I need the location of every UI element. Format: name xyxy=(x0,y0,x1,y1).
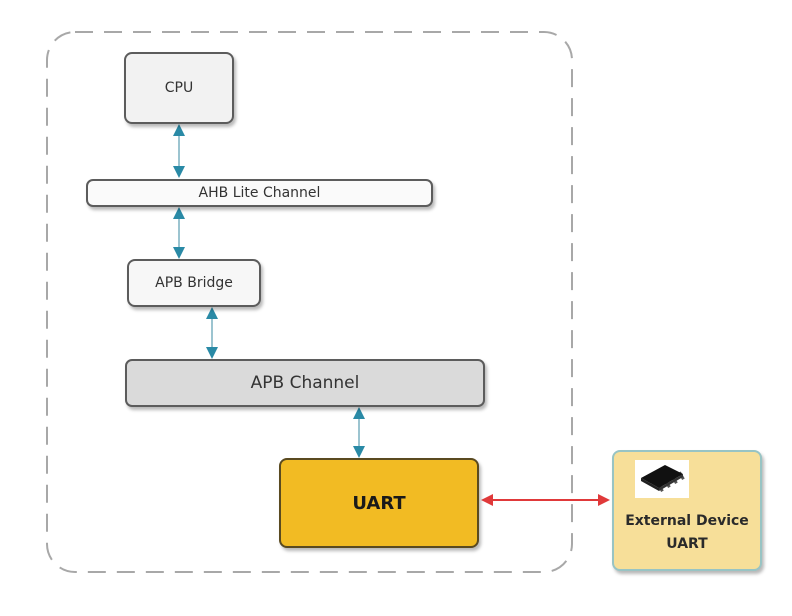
external-device-uart-label: UART xyxy=(666,536,708,552)
uart-block: UART xyxy=(279,458,479,548)
ic-chip-icon xyxy=(635,460,689,498)
external-device-label: External Device xyxy=(625,513,749,529)
ahb-lite-channel-block: AHB Lite Channel xyxy=(86,179,433,207)
apb-bridge-label: APB Bridge xyxy=(155,275,233,291)
external-device-block: External Device UART xyxy=(612,450,762,571)
apb-channel-label: APB Channel xyxy=(250,373,360,393)
apb-channel-block: APB Channel xyxy=(125,359,485,407)
apb-bridge-block: APB Bridge xyxy=(127,259,261,307)
system-boundary xyxy=(46,31,573,573)
uart-label: UART xyxy=(352,492,406,514)
ahb-lite-channel-label: AHB Lite Channel xyxy=(198,185,321,201)
cpu-block: CPU xyxy=(124,52,234,124)
cpu-label: CPU xyxy=(164,80,194,96)
